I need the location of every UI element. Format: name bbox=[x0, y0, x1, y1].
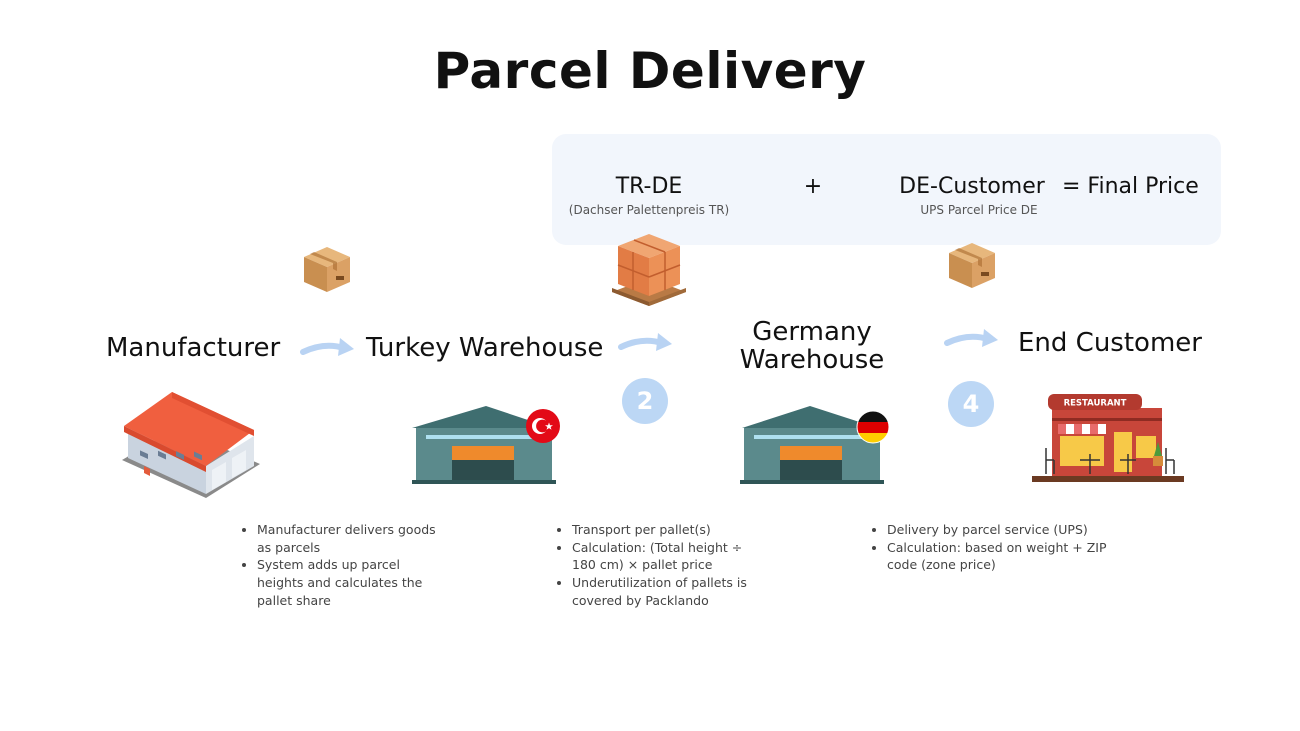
transport-notes: Transport per pallet(s) Calculation: (To… bbox=[557, 521, 768, 610]
curved-arrow-icon bbox=[300, 338, 354, 356]
warehouse-icon bbox=[412, 406, 556, 484]
price-formula-panel bbox=[552, 134, 1221, 245]
step-4-badge: 4 bbox=[948, 381, 994, 427]
list-item: Delivery by parcel service (UPS) bbox=[887, 521, 1127, 539]
node-label-germany-warehouse-line2: Warehouse bbox=[739, 345, 885, 375]
node-label-turkey-warehouse: Turkey Warehouse bbox=[366, 333, 604, 363]
formula-term-tr-de: TR-DE bbox=[615, 174, 683, 199]
page-title: Parcel Delivery bbox=[433, 42, 867, 100]
formula-plus: + bbox=[803, 174, 823, 199]
list-item: Underutilization of pallets is covered b… bbox=[572, 574, 768, 609]
curved-arrow-icon bbox=[944, 329, 998, 347]
list-item: Manufacturer delivers goods as parcels bbox=[257, 521, 447, 556]
list-item: Calculation: based on weight + ZIP code … bbox=[887, 539, 1127, 574]
restaurant-sign-text: RESTAURANT bbox=[1064, 399, 1127, 409]
germany-flag-icon bbox=[856, 410, 890, 444]
step-2-badge: 2 bbox=[622, 378, 668, 424]
pallet-boxes-icon bbox=[612, 234, 686, 306]
node-label-end-customer: End Customer bbox=[1018, 328, 1202, 358]
formula-term-de-customer: DE-Customer bbox=[899, 174, 1045, 199]
list-item: System adds up parcel heights and calcul… bbox=[257, 556, 447, 609]
turkey-flag-icon bbox=[526, 409, 560, 443]
curved-arrow-icon bbox=[618, 333, 672, 351]
formula-result: = Final Price bbox=[1062, 174, 1199, 199]
restaurant-icon: RESTAURANT bbox=[1032, 394, 1184, 482]
formula-term-tr-de-subtitle: (Dachser Palettenpreis TR) bbox=[568, 203, 730, 217]
node-label-germany-warehouse-line1: Germany bbox=[752, 317, 872, 347]
list-item: Transport per pallet(s) bbox=[572, 521, 768, 539]
manufacturer-notes: Manufacturer delivers goods as parcels S… bbox=[242, 521, 447, 610]
parcel-box-icon bbox=[304, 247, 350, 292]
factory-building-icon bbox=[122, 392, 260, 498]
node-label-manufacturer: Manufacturer bbox=[106, 333, 281, 363]
list-item: Calculation: (Total height ÷ 180 cm) × p… bbox=[572, 539, 768, 574]
delivery-notes: Delivery by parcel service (UPS) Calcula… bbox=[872, 521, 1127, 574]
formula-term-de-customer-subtitle: UPS Parcel Price DE bbox=[920, 203, 1038, 217]
parcel-box-icon bbox=[949, 243, 995, 288]
warehouse-icon bbox=[740, 406, 884, 484]
